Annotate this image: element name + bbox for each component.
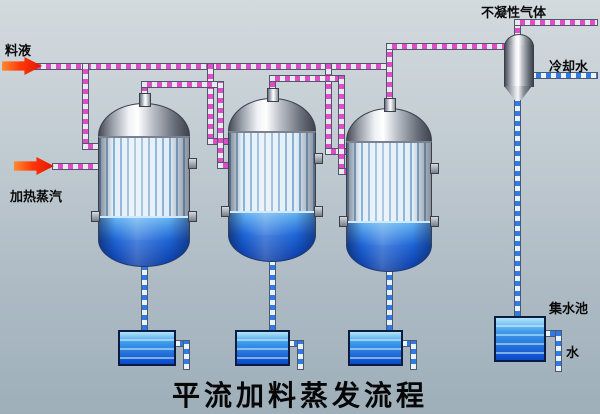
feed-branch-1-vertical-pipe bbox=[82, 63, 89, 150]
evaporator-2 bbox=[221, 88, 323, 262]
noncondensable-gas-label: 不凝性气体 bbox=[481, 6, 547, 21]
condenser-downcomer-pipe bbox=[514, 96, 521, 322]
tube-bundle bbox=[98, 136, 190, 216]
condensate-tank-3 bbox=[348, 330, 403, 366]
condensate-tank-1 bbox=[118, 330, 176, 366]
cooling-water-label: 冷却水 bbox=[549, 60, 589, 75]
vapor-2-run-pipe bbox=[269, 75, 345, 82]
feed-label: 料液 bbox=[5, 44, 32, 59]
pool-outlet-drop-pipe bbox=[555, 330, 562, 372]
condensate-drain-1-pipe bbox=[141, 262, 148, 336]
bottom-head bbox=[346, 245, 432, 272]
liquid-holdup bbox=[98, 216, 190, 240]
collection-pool-label: 集水池 bbox=[549, 302, 589, 317]
condensate-drain-3-pipe bbox=[386, 267, 393, 336]
condenser-cone bbox=[504, 86, 532, 100]
vapor-nozzle bbox=[384, 98, 396, 112]
side-nozzle bbox=[314, 206, 323, 217]
vapor-1-drop-pipe bbox=[217, 81, 224, 169]
liquid-holdup bbox=[228, 211, 316, 235]
heating-steam-label: 加热蒸汽 bbox=[10, 190, 63, 205]
tank-1-outlet-drop-pipe bbox=[183, 340, 190, 370]
tube-bundle bbox=[228, 131, 316, 211]
vapor-3-run-pipe bbox=[386, 43, 506, 50]
tube-bundle bbox=[346, 141, 432, 221]
vapor-nozzle bbox=[139, 93, 151, 107]
vapor-1-run-pipe bbox=[141, 81, 224, 88]
tank-3-outlet-drop-pipe bbox=[410, 340, 417, 370]
heating-steam-pipe bbox=[52, 163, 102, 170]
tank-2-outlet-drop-pipe bbox=[297, 340, 304, 370]
diagram-title: 平流加料蒸发流程 bbox=[166, 374, 434, 414]
evaporator-1 bbox=[91, 93, 197, 267]
collection-pool-tank bbox=[494, 316, 546, 362]
noncondensable-outlet-pipe bbox=[514, 19, 598, 26]
bottom-head bbox=[98, 240, 190, 267]
side-nozzle bbox=[430, 216, 439, 227]
side-nozzle bbox=[91, 211, 100, 222]
evaporator-3 bbox=[339, 98, 439, 272]
condensate-drain-2-pipe bbox=[269, 257, 276, 336]
vapor-nozzle bbox=[267, 88, 279, 102]
side-nozzle bbox=[339, 216, 348, 227]
side-nozzle bbox=[314, 153, 323, 164]
condensate-tank-2 bbox=[235, 330, 290, 366]
side-nozzle bbox=[188, 158, 197, 169]
side-nozzle bbox=[188, 211, 197, 222]
evaporator-dome bbox=[346, 108, 432, 141]
liquid-holdup bbox=[346, 221, 432, 245]
water-label: 水 bbox=[566, 346, 580, 361]
title-row: 平流加料蒸发流程 bbox=[0, 374, 600, 414]
feed-branch-2-vertical-pipe bbox=[207, 63, 214, 145]
feed-flow-arrow bbox=[2, 57, 42, 75]
side-nozzle bbox=[430, 163, 439, 174]
vapor-2-drop-pipe bbox=[338, 75, 345, 175]
evaporator-dome bbox=[98, 103, 190, 136]
side-nozzle bbox=[221, 206, 230, 217]
condenser-shell bbox=[504, 45, 534, 87]
evaporator-dome bbox=[228, 98, 316, 131]
bottom-head bbox=[228, 235, 316, 262]
steam-flow-arrow bbox=[14, 157, 54, 175]
